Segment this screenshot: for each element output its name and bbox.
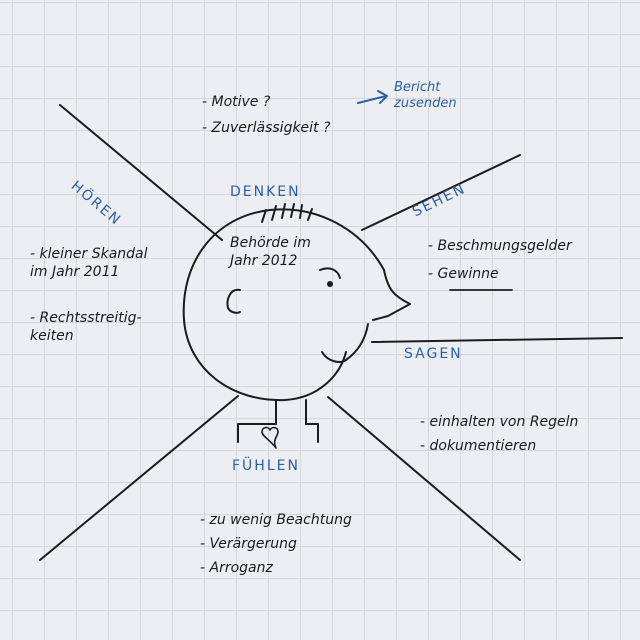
hoeren-note-line: keiten: [30, 327, 74, 344]
head-text-line: Jahr 2012: [230, 252, 298, 269]
fuehlen-note-arroganz: - Arroganz: [200, 560, 273, 576]
arrow-note-line: Bericht: [394, 80, 441, 95]
label-sagen: SAGEN: [404, 346, 463, 362]
head-outline: [182, 208, 385, 402]
body-heart: [261, 426, 279, 449]
sagen-note-regeln: - einhalten von Regeln: [420, 414, 579, 430]
ray-top-right: [361, 154, 521, 231]
head-text-line: Behörde im: [230, 235, 311, 251]
arrow-to-note: [357, 90, 388, 104]
fuehlen-note-veraergerung: - Verärgerung: [200, 536, 297, 552]
ray-bottom-left: [39, 395, 239, 561]
sehen-note-beschmungsgelder: - Beschmungsgelder: [428, 238, 572, 254]
ray-right: [371, 337, 623, 343]
hoeren-note-rechtsstreit: - Rechtsstreitig- keiten: [30, 310, 142, 345]
body-neck: [275, 399, 307, 425]
body-shoulders: [237, 423, 319, 443]
head-ear: [226, 288, 241, 314]
hoeren-note-line: - kleiner Skandal: [30, 246, 148, 262]
head-nose: [372, 269, 411, 321]
denken-note-motive: - Motive ?: [202, 94, 271, 110]
fuehlen-note-beachtung: - zu wenig Beachtung: [200, 512, 352, 528]
hoeren-note-line: - Rechtsstreitig-: [30, 310, 142, 326]
denken-note-zuverlaessigkeit: - Zuverlässigkeit ?: [202, 120, 331, 136]
label-denken: DENKEN: [230, 184, 301, 200]
sagen-note-dokumentieren: - dokumentieren: [420, 438, 537, 454]
head-text: Behörde im Jahr 2012: [230, 235, 311, 270]
head-eye: [327, 281, 333, 287]
ray-top-left: [59, 104, 223, 241]
arrow-note: Bericht zusenden: [394, 80, 457, 113]
label-fuehlen: FÜHLEN: [232, 458, 300, 474]
hoeren-note-line: im Jahr 2011: [30, 263, 120, 280]
ray-bottom-right: [327, 396, 521, 561]
head-mouth: [321, 323, 369, 363]
arrow-note-line: zusenden: [394, 96, 457, 112]
head-hair: [261, 203, 313, 223]
head-eyebrow: [319, 267, 341, 279]
hoeren-note-skandal: - kleiner Skandal im Jahr 2011: [30, 246, 148, 281]
sehen-note-gewinne: - Gewinne: [428, 266, 499, 282]
